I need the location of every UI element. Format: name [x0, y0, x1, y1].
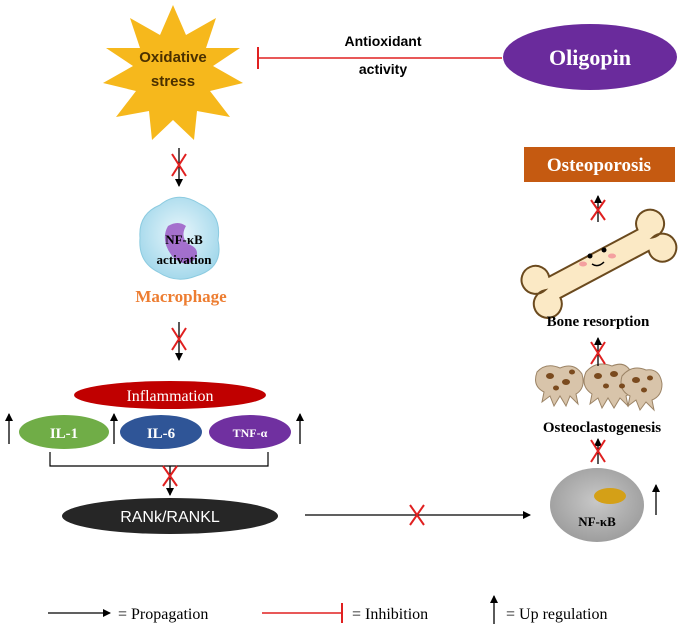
legend-up-regulation-label: = Up regulation — [506, 606, 607, 623]
osteoclast-cells-icon — [535, 363, 663, 412]
il6-node: IL-6 — [110, 413, 202, 449]
antioxidant-label-2: activity — [359, 61, 407, 77]
legend-inhibition-label: = Inhibition — [352, 606, 428, 623]
blocked-x-mark — [409, 504, 425, 526]
il6-label: IL-6 — [147, 426, 176, 442]
arrow-macrophage-to-inflammation — [171, 322, 187, 361]
inflammation-node: Inflammation — [74, 381, 266, 409]
blocked-x-mark — [590, 199, 606, 221]
starburst-shape — [103, 5, 243, 140]
nfkb-cell-node: NF-κB — [550, 468, 660, 542]
blocked-x-mark — [171, 327, 187, 351]
osteoclastogenesis-label: Osteoclastogenesis — [543, 420, 661, 436]
macrophage-node: NF-κB activation Macrophage — [135, 196, 227, 306]
tnf-ellipse — [209, 415, 291, 449]
bone-icon — [520, 208, 678, 319]
arrow-nfkb-to-osteoclast — [590, 438, 606, 464]
blocked-x-mark — [590, 439, 606, 463]
macrophage-nucleus — [164, 223, 197, 264]
arrow-bone-to-osteoporosis — [590, 195, 606, 222]
inflammation-label: Inflammation — [126, 388, 213, 405]
nfkb-cell-shape — [550, 468, 644, 542]
il1-label: IL-1 — [50, 426, 78, 442]
tnf-node: TNF-α — [209, 413, 304, 449]
rank-label: RANk/RANKL — [120, 509, 220, 526]
cytokine-bracket — [49, 452, 269, 496]
il6-ellipse — [120, 415, 202, 449]
blocked-x-mark — [590, 341, 606, 365]
rank-ellipse — [62, 498, 278, 534]
blocked-x-mark — [171, 153, 187, 177]
antioxidant-label-1: Antioxidant — [345, 33, 422, 49]
tnf-label: TNF-α — [233, 426, 268, 440]
legend: = Propagation = Inhibition = Up regulati… — [48, 595, 607, 624]
rank-rankl-node: RANk/RANKL — [62, 498, 278, 534]
nfkb-activation-label-1: NF-κB — [165, 232, 203, 247]
arrow-rank-to-nfkb — [305, 504, 531, 526]
il1-node: IL-1 — [5, 413, 109, 449]
osteoporosis-box — [524, 147, 675, 182]
nfkb-activation-label-2: activation — [157, 252, 213, 267]
bone-resorption-label: Bone resorption — [547, 314, 650, 330]
osteoporosis-node: Osteoporosis — [524, 147, 675, 182]
legend-propagation-label: = Propagation — [118, 606, 208, 623]
osteoporosis-label: Osteoporosis — [547, 155, 651, 176]
arrow-osteoclast-to-bone — [590, 337, 606, 366]
nfkb-nucleus — [594, 488, 626, 504]
oxidative-label-2: stress — [151, 73, 195, 90]
macrophage-label: Macrophage — [135, 287, 227, 306]
oligopin-label: Oligopin — [549, 45, 631, 70]
blocked-x-mark — [162, 465, 178, 487]
inflammation-ellipse — [74, 381, 266, 409]
oligopin-ellipse — [503, 24, 677, 90]
oligopin-node: Oligopin — [503, 24, 677, 90]
oxidative-stress-node: Oxidative stress — [103, 5, 243, 140]
antioxidant-inhibition: Antioxidant activity — [257, 33, 502, 77]
nfkb-cell-label: NF-κB — [578, 514, 616, 529]
arrow-oxidative-to-macrophage — [171, 148, 187, 187]
il1-ellipse — [19, 415, 109, 449]
oxidative-label-1: Oxidative — [139, 49, 207, 66]
